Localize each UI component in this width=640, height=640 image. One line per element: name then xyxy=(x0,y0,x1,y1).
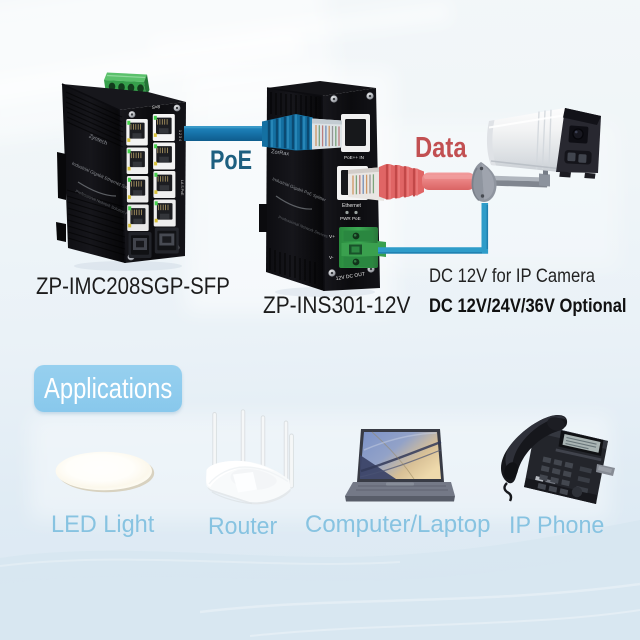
svg-text:PoE++ IN: PoE++ IN xyxy=(344,155,364,160)
svg-text:1 2 3 4: 1 2 3 4 xyxy=(178,130,182,141)
svg-text:PWR PoE: PWR PoE xyxy=(340,216,361,221)
svg-text:S=8: S=8 xyxy=(152,104,161,110)
svg-text:LA S PoE: LA S PoE xyxy=(180,180,184,196)
svg-text:V-: V- xyxy=(329,255,334,261)
svg-text:ZorRax: ZorRax xyxy=(271,149,290,157)
svg-text:V+: V+ xyxy=(329,234,335,240)
svg-text:Ethernet: Ethernet xyxy=(342,203,362,209)
svg-text:12V DC OUT: 12V DC OUT xyxy=(335,271,365,282)
